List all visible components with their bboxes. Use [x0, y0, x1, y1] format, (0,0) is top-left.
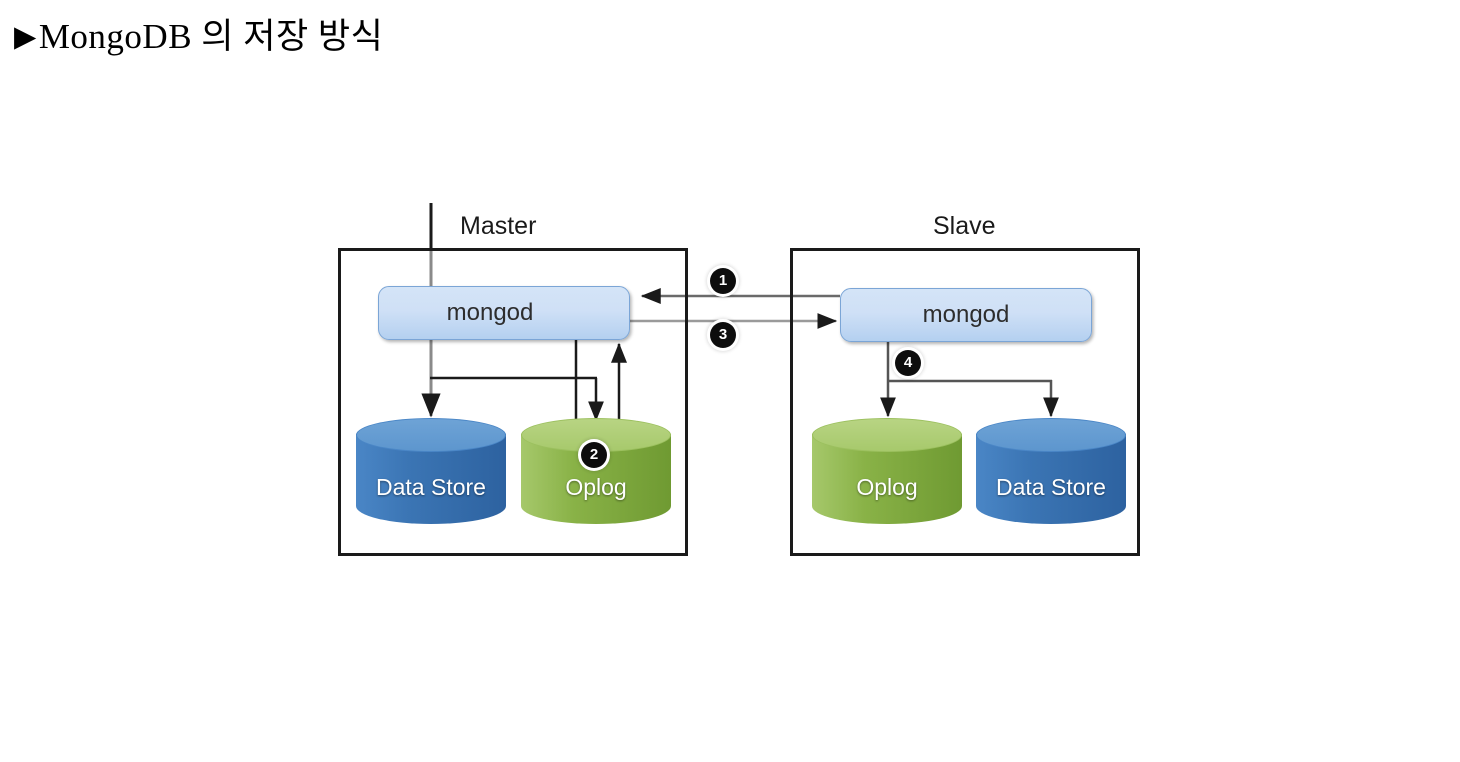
datastore-cylinder-slave-oplog[interactable]: Oplog: [812, 418, 962, 538]
process-box-slave-mongod[interactable]: mongod: [840, 288, 1092, 342]
host-caption-master: Master: [460, 212, 537, 240]
step-badge-4: 4: [895, 350, 921, 376]
cylinder-top-ellipse: [976, 418, 1126, 452]
datastore-cylinder-master-oplog[interactable]: Oplog: [521, 418, 671, 538]
host-box-slave: [790, 248, 1140, 556]
process-label-master-mongod: mongod: [446, 299, 534, 326]
host-caption-slave: Slave: [933, 212, 996, 240]
datastore-cylinder-master-data-store[interactable]: Data Store: [356, 418, 506, 538]
page-title-text: MongoDB 의 저장 방식: [38, 17, 384, 56]
datastore-label-master-data-store: Data Store: [376, 474, 486, 500]
datastore-label-slave-data-store: Data Store: [996, 474, 1106, 500]
datastore-label-master-oplog: Oplog: [565, 474, 627, 500]
datastore-cylinder-slave-data-store[interactable]: Data Store: [976, 418, 1126, 538]
page-title: ▶MongoDB 의 저장 방식: [14, 8, 383, 59]
step-badge-2: 2: [581, 442, 607, 468]
host-box-master: [338, 248, 688, 556]
step-badge-3: 3: [710, 322, 736, 348]
datastore-label-slave-oplog: Oplog: [856, 474, 918, 500]
bullet-triangle-icon: ▶: [14, 19, 37, 53]
cylinder-top-ellipse: [812, 418, 962, 452]
process-box-master-mongod[interactable]: mongod: [378, 286, 630, 340]
connector-step4-slave-apply: [880, 342, 1060, 418]
connector-master-branch-bar: [430, 376, 605, 422]
cylinder-top-ellipse: [356, 418, 506, 452]
step-badge-1: 1: [710, 268, 736, 294]
process-label-slave-mongod: mongod: [922, 301, 1010, 328]
